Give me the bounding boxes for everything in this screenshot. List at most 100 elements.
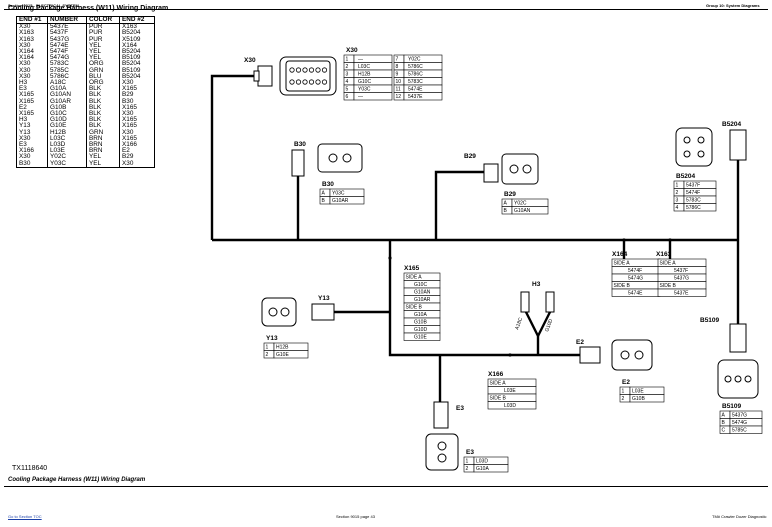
pin-label: 3 xyxy=(676,198,679,204)
wire-label: G10C xyxy=(358,79,371,85)
side-label: SIDE B xyxy=(490,396,507,402)
x164-label: X164 xyxy=(612,251,628,258)
wire-label: L03E xyxy=(632,389,644,395)
pin-label: 1 xyxy=(622,389,625,395)
splice-x165 xyxy=(388,256,392,260)
y13-face xyxy=(261,297,297,327)
x30-pin-cavity xyxy=(315,79,321,85)
splice-cell xyxy=(657,288,707,297)
wire-label: 5474E xyxy=(408,87,423,93)
b29-face xyxy=(501,153,539,185)
table-cell: X163 xyxy=(119,24,155,31)
x30-plug-latch xyxy=(253,70,260,82)
x165-label: X165 xyxy=(404,265,420,272)
pin-label: 2 xyxy=(266,352,269,358)
table-cell: X165 xyxy=(119,85,155,93)
b5204-plug-label: B5204 xyxy=(722,121,742,128)
pin-label: A xyxy=(722,413,726,419)
header-rule xyxy=(4,9,768,10)
footer-rule xyxy=(4,486,768,487)
wire-label: G10AR xyxy=(332,198,349,204)
table-cell: B29 xyxy=(119,92,155,99)
y13-connector xyxy=(261,297,335,327)
table-cell: B5204 xyxy=(119,61,155,68)
pin-label: 2 xyxy=(676,190,679,196)
b29-plug-label: B29 xyxy=(464,153,476,160)
splice-cell xyxy=(487,401,537,410)
pin-label: 12 xyxy=(396,94,402,100)
x166-label: X166 xyxy=(488,371,504,378)
wire-label: 5437F xyxy=(674,268,688,274)
b5109-plug-label: B5109 xyxy=(700,317,720,324)
b30-table-label: B30 xyxy=(322,181,334,188)
y13-pin-2 xyxy=(280,307,290,317)
wire-label: L03D xyxy=(504,403,516,409)
y13-plug xyxy=(311,303,335,321)
x30-connector xyxy=(253,56,337,96)
e2-plug-label: E2 xyxy=(576,339,584,346)
wire-label: G10E xyxy=(414,335,427,341)
x30-pin-cavity xyxy=(302,79,308,85)
footer-toc-link[interactable]: Go to Section TOC xyxy=(8,514,42,519)
e3-face xyxy=(425,433,459,471)
side-label: SIDE A xyxy=(490,381,507,387)
harness-wires xyxy=(210,74,740,402)
wire-label: 5437F xyxy=(686,183,700,189)
y13-pin-1 xyxy=(268,307,278,317)
page-title: Cooling Package Harness (W11) Wiring Dia… xyxy=(8,5,169,12)
table-cell: X165 xyxy=(119,135,155,143)
wire-label: Y02C xyxy=(408,57,421,63)
wire-label: Y03C xyxy=(358,87,371,93)
wire-label: L03D xyxy=(476,459,488,465)
b5204-pin-2 xyxy=(697,136,705,144)
e3-pin-2 xyxy=(437,453,447,463)
e3-connector xyxy=(425,401,459,471)
wire-label: Y02C xyxy=(514,201,527,207)
e2-connector xyxy=(579,339,653,371)
e3-table-label: E3 xyxy=(466,449,474,456)
pin-label: 3 xyxy=(346,72,349,78)
x30-face-inner xyxy=(285,60,331,92)
wire-cell xyxy=(511,206,549,215)
harness-trunk xyxy=(210,74,262,240)
side-label: SIDE B xyxy=(406,305,423,311)
header-right: Group 10: System Diagrams xyxy=(706,3,760,8)
x30-pin-cavity xyxy=(302,67,308,73)
wire-table-col-3: END #2 xyxy=(119,15,155,25)
pin-label: 1 xyxy=(676,183,679,189)
wire-label: 5437G xyxy=(674,276,689,282)
x30-pin-cavity xyxy=(295,79,302,85)
x30-pin-cavity xyxy=(295,67,302,73)
table-cell: X30 xyxy=(119,129,155,136)
e2-pin-2 xyxy=(634,350,644,360)
pin-label: B xyxy=(322,198,326,204)
wire-label: 5786C xyxy=(408,72,423,78)
e3-pin-1 xyxy=(437,441,447,451)
x30-face-pins xyxy=(289,67,328,85)
pin-label: 4 xyxy=(676,205,679,211)
b30-pin-a xyxy=(328,153,338,163)
wire-cell xyxy=(473,464,509,473)
footer-page: Section 9015 page 43 xyxy=(336,514,375,519)
x30-pin-cavity xyxy=(315,67,321,73)
b29-table-label: B29 xyxy=(504,191,516,198)
b30-plug-label: B30 xyxy=(294,141,306,148)
b5109-table-label: B5109 xyxy=(722,403,742,410)
